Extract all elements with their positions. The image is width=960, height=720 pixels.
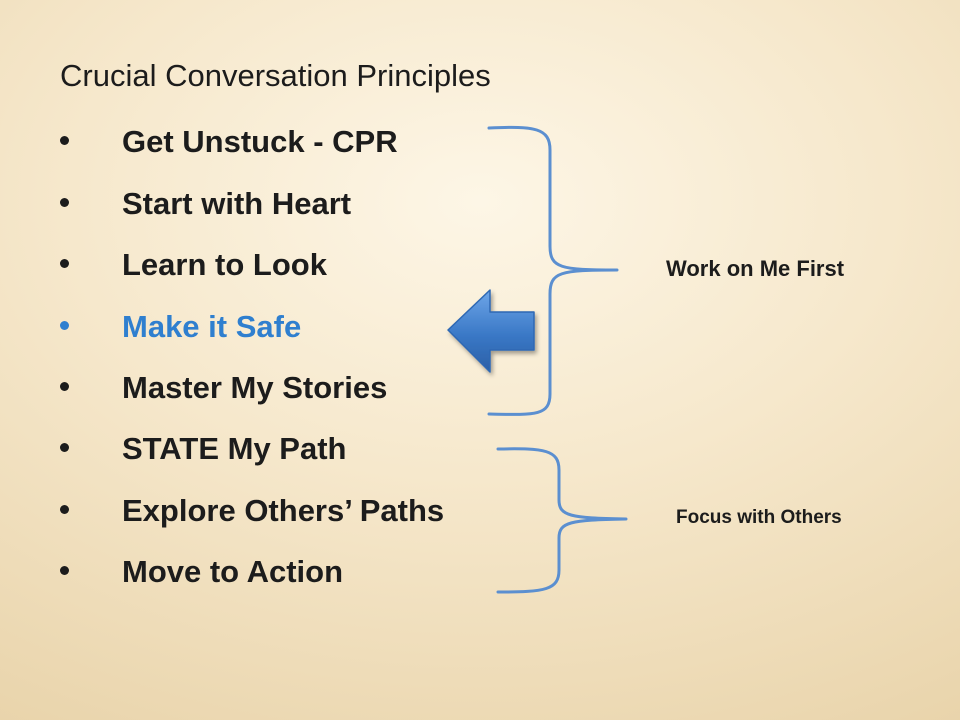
list-item-label: Make it Safe	[122, 309, 302, 344]
list-item-label: Start with Heart	[122, 186, 352, 221]
list-item: Learn to Look	[0, 245, 520, 285]
group-label-work-on-me: Work on Me First	[666, 256, 845, 281]
list-item-highlighted: Make it Safe	[0, 307, 520, 347]
list-item-label: Move to Action	[122, 554, 344, 589]
bullet-dot-icon	[60, 321, 69, 330]
bullet-dot-icon	[60, 136, 69, 145]
list-item: Explore Others’ Paths	[0, 491, 520, 531]
slide-title: Crucial Conversation Principles	[60, 58, 491, 93]
bullet-dot-icon	[60, 198, 69, 207]
bullet-dot-icon	[60, 505, 69, 514]
bullet-dot-icon	[60, 443, 69, 452]
list-item: Master My Stories	[0, 368, 520, 408]
list-item: Start with Heart	[0, 184, 520, 224]
list-item-label: Explore Others’ Paths	[122, 493, 445, 528]
list-item: Get Unstuck - CPR	[0, 122, 520, 162]
list-item-label: Get Unstuck - CPR	[122, 124, 398, 159]
group-label-focus-with-others: Focus with Others	[676, 507, 842, 528]
bullet-dot-icon	[60, 382, 69, 391]
list-item-label: Learn to Look	[122, 247, 327, 282]
bullet-dot-icon	[60, 259, 69, 268]
list-item-label: STATE My Path	[122, 431, 347, 466]
bullet-dot-icon	[60, 566, 69, 575]
list-item: Move to Action	[0, 552, 520, 592]
list-item: STATE My Path	[0, 429, 520, 469]
curly-brace-icon	[487, 125, 619, 416]
curly-brace-icon	[496, 447, 628, 594]
left-arrow-icon	[447, 289, 535, 373]
list-item-label: Master My Stories	[122, 370, 388, 405]
